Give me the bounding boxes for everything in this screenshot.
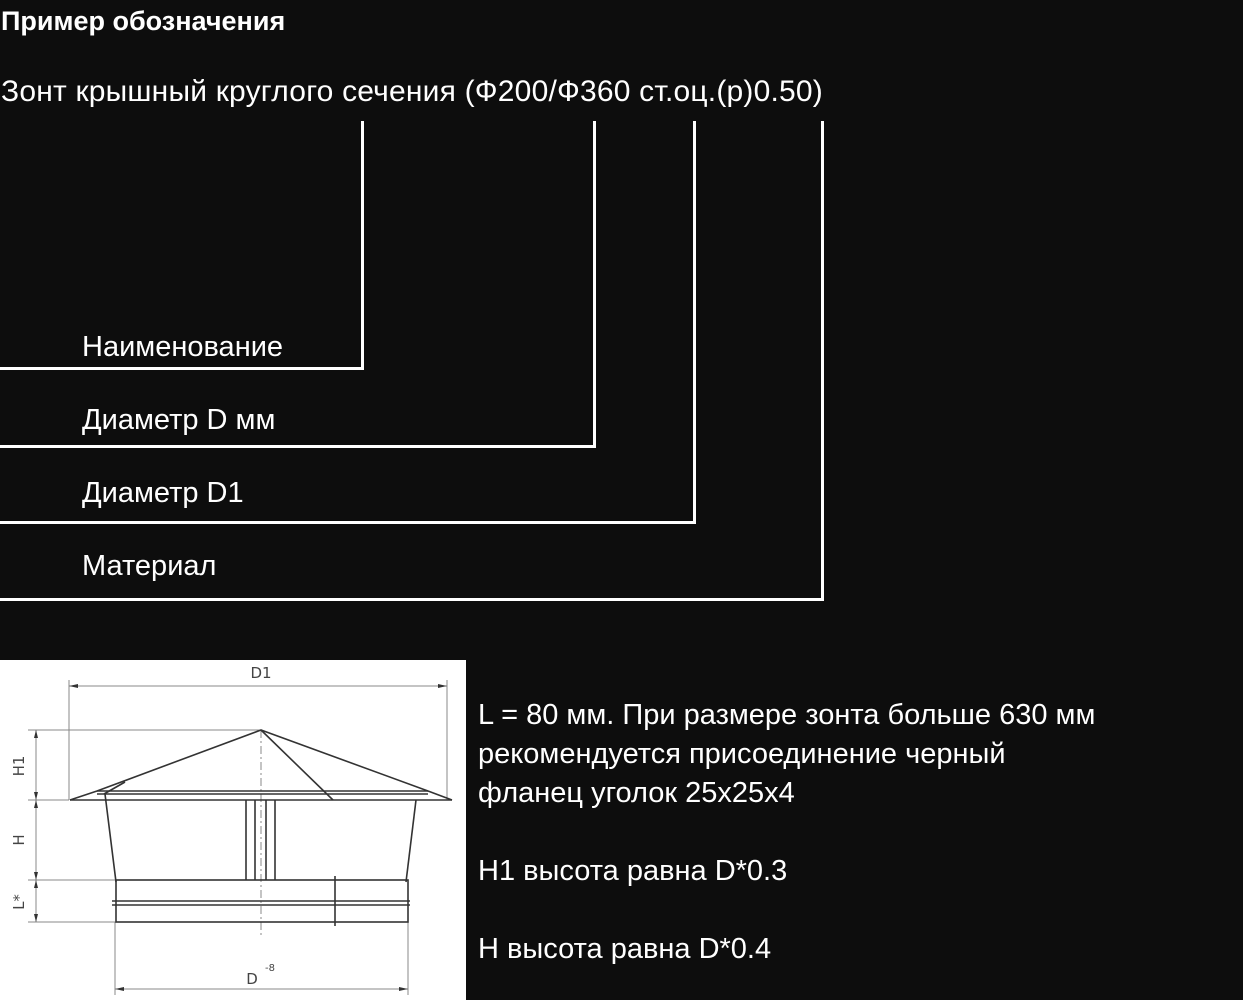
note-flange-line-2: рекомендуется присоединение черный	[478, 738, 1006, 770]
dimension-d-label: D	[246, 970, 258, 988]
note-flange-line-1: L = 80 мм. При размере зонта больше 630 …	[478, 699, 1096, 731]
connector-name-vertical	[361, 121, 364, 369]
connector-diameter-d1-vertical	[693, 121, 696, 523]
spacer	[478, 891, 1238, 930]
connector-diameter-d-horizontal	[0, 445, 596, 448]
spacer	[478, 813, 1238, 852]
dimension-l-label: L*	[10, 894, 28, 910]
connector-diameter-d1-horizontal	[0, 521, 696, 524]
legend-label-name: Наименование	[82, 331, 284, 363]
dimension-h-label: H	[10, 834, 28, 845]
note-h1-height: H1 высота равна D*0.3	[478, 855, 788, 887]
dimension-h1-label: H1	[10, 756, 28, 777]
legend-label-material: Материал	[82, 550, 217, 582]
connector-material-vertical	[821, 121, 824, 600]
legend-label-diameter-d1: Диаметр D1	[82, 477, 244, 509]
connector-material-horizontal	[0, 598, 824, 601]
connector-diameter-d-vertical	[593, 121, 596, 447]
dimension-d1-label: D1	[250, 664, 271, 682]
connector-name-horizontal	[0, 367, 364, 370]
note-h-height: H высота равна D*0.4	[478, 933, 772, 965]
legend-label-diameter-d: Диаметр D мм	[82, 404, 276, 436]
notes-block: L = 80 мм. При размере зонта больше 630 …	[478, 696, 1238, 969]
note-flange-line-3: фланец уголок 25x25x4	[478, 777, 795, 809]
technical-drawing: D1 D -8 H1 H L*	[0, 660, 466, 1000]
roof-umbrella-drawing: D1 D -8 H1 H L*	[10, 664, 453, 995]
page-title: Пример обозначения	[1, 6, 286, 36]
designation-example: Зонт крышный круглого сечения (Ф200/Ф360…	[1, 75, 823, 108]
dimension-d-tolerance: -8	[265, 963, 275, 974]
